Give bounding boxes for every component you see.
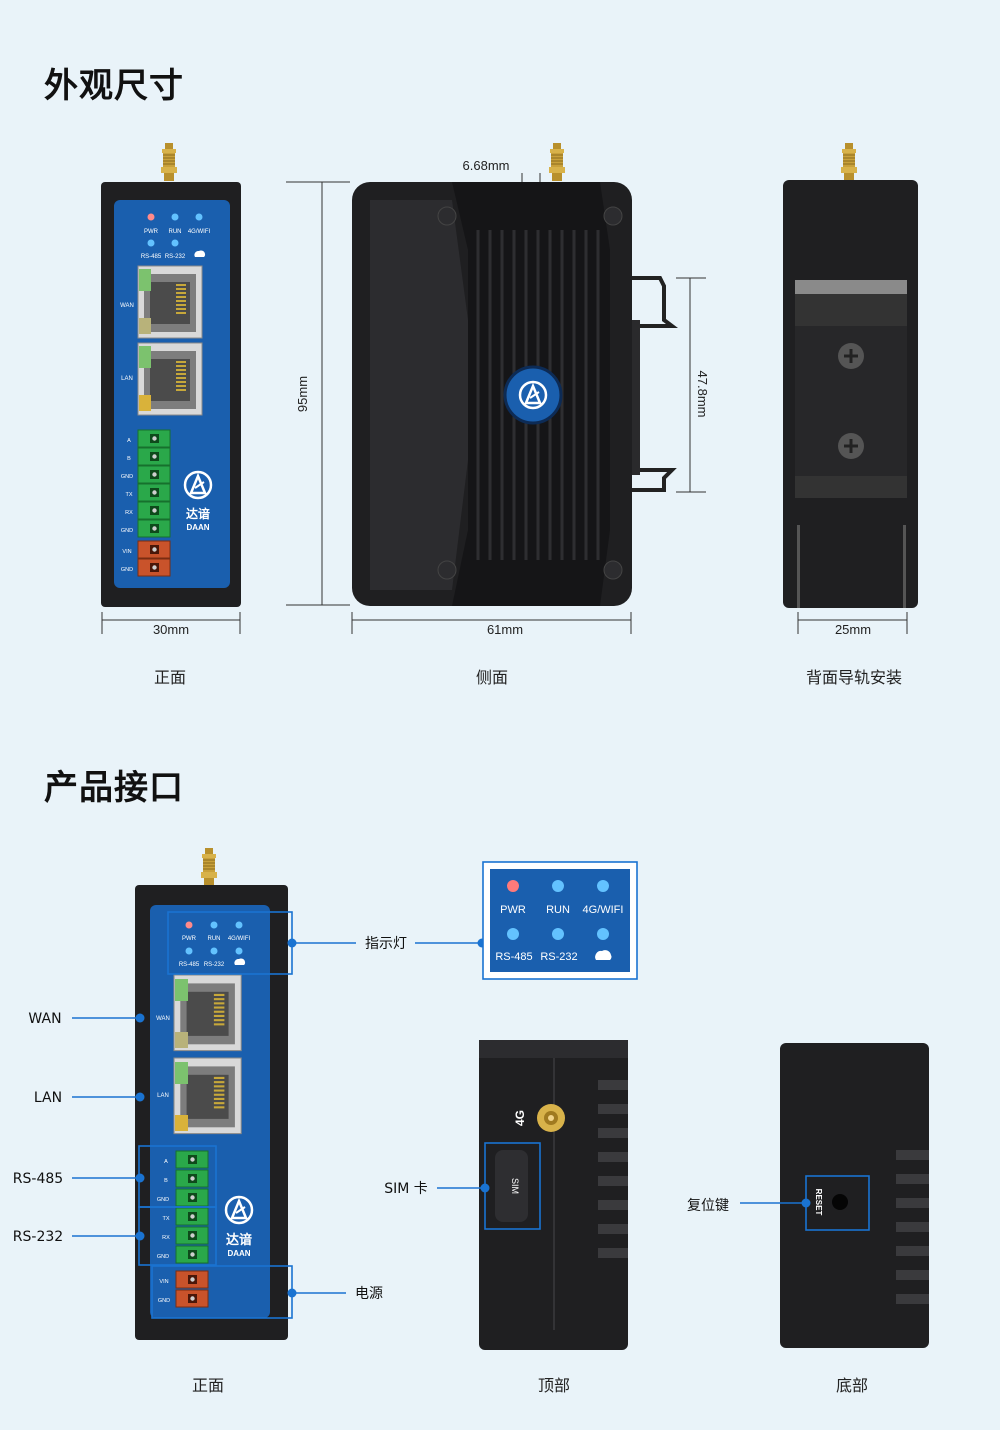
cloud-icon: [194, 250, 206, 257]
dim-rail: 47.8mm: [695, 371, 710, 418]
terminal-label: B: [127, 456, 131, 462]
terminal-label: GND: [157, 1254, 169, 1260]
dim-front-width: 30mm: [153, 622, 189, 637]
top-view-device: 4G SIM: [479, 1040, 628, 1350]
cloud-icon: [234, 958, 246, 965]
caption-front: 正面: [153, 668, 186, 687]
brand-name-cn: 达谙: [226, 1232, 252, 1247]
reset-label: RESET: [814, 1189, 823, 1216]
cloud-icon: [595, 950, 612, 960]
label-4g: 4G: [513, 1110, 527, 1126]
lan-port-label: LAN: [157, 1093, 169, 1099]
led-label-pwr: PWR: [500, 904, 526, 916]
brand-name-en: DAAN: [227, 1249, 250, 1258]
callout-rs485: RS-485: [13, 1171, 63, 1187]
led-label-run: RUN: [546, 904, 570, 916]
dim-antenna-offset: 6.68mm: [463, 158, 510, 173]
dim-side-width: 61mm: [487, 622, 523, 637]
led-label-4g: 4G/WIFI: [228, 936, 251, 942]
terminal-label: A: [127, 438, 131, 444]
section-title-interface: 产品接口: [44, 768, 184, 808]
wan-port-label: WAN: [156, 1016, 170, 1022]
callout-reset: 复位键: [687, 1197, 729, 1214]
terminal-label: GND: [121, 567, 133, 573]
terminal-label: RX: [125, 510, 133, 516]
brand-name-cn: 达谙: [186, 506, 210, 521]
bottom-view-device: RESET: [780, 1043, 929, 1348]
caption-back: 背面导轨安装: [805, 668, 902, 687]
led-zoom-panel: PWR RUN 4G/WIFI RS-485 RS-232: [482, 861, 638, 980]
callout-wan: WAN: [28, 1011, 61, 1027]
terminal-label: VIN: [122, 549, 131, 555]
led-label-rs232: RS-232: [165, 254, 186, 260]
side-view-device: [352, 142, 678, 606]
section-title-appearance: 外观尺寸: [44, 66, 184, 106]
brand-name-en: DAAN: [186, 523, 209, 532]
led-label-rs485: RS-485: [179, 962, 200, 968]
caption-bottom: 底部: [835, 1376, 868, 1395]
callout-lan: LAN: [34, 1090, 62, 1106]
led-label-rs232: RS-232: [540, 951, 577, 963]
terminal-label: TX: [125, 492, 132, 498]
led-label-pwr: PWR: [182, 936, 197, 942]
caption-front-interfaces: 正面: [191, 1376, 224, 1395]
lan-port-label: LAN: [121, 376, 133, 382]
led-label-rs485: RS-485: [495, 951, 532, 963]
led-label-rs485: RS-485: [141, 254, 162, 260]
terminal-label: VIN: [159, 1279, 168, 1285]
led-label-run: RUN: [169, 229, 182, 235]
terminal-label: GND: [157, 1197, 169, 1203]
led-indicators: PWR RUN 4G/WIFI RS-485 RS-232: [141, 213, 211, 260]
terminal-label: B: [164, 1178, 168, 1184]
front-view-device-interfaces: PWR RUN 4G/WIFI RS-485 RS-232 WAN LAN A …: [135, 847, 288, 1340]
dim-height: 95mm: [295, 376, 310, 412]
dim-back-width: 25mm: [835, 622, 871, 637]
terminal-label: GND: [158, 1298, 170, 1304]
terminal-label: A: [164, 1159, 168, 1165]
callout-indicator: 指示灯: [365, 936, 407, 952]
wan-port-label: WAN: [120, 303, 134, 309]
callout-rs232: RS-232: [13, 1229, 63, 1245]
led-label-4g: 4G/WIFI: [583, 904, 624, 916]
sim-slot-label: SIM: [510, 1178, 520, 1194]
led-label-run: RUN: [208, 936, 221, 942]
led-label-4g: 4G/WIFI: [188, 229, 211, 235]
caption-top: 顶部: [537, 1376, 570, 1395]
terminal-label: TX: [162, 1216, 169, 1222]
rs-terminal-block: A B GND TX RX GND: [121, 429, 171, 538]
terminal-label: GND: [121, 474, 133, 480]
terminal-label: RX: [162, 1235, 170, 1241]
caption-side: 侧面: [475, 668, 508, 687]
front-view-device: PWR RUN 4G/WIFI RS-485 RS-232 WAN LAN A …: [101, 142, 241, 607]
power-terminal-block: VIN GND: [121, 540, 171, 577]
callout-power: 电源: [355, 1286, 383, 1302]
terminal-label: GND: [121, 528, 133, 534]
led-label-pwr: PWR: [144, 229, 159, 235]
back-view-device: [783, 142, 918, 608]
led-label-rs232: RS-232: [204, 962, 225, 968]
callout-sim: SIM 卡: [384, 1181, 428, 1197]
